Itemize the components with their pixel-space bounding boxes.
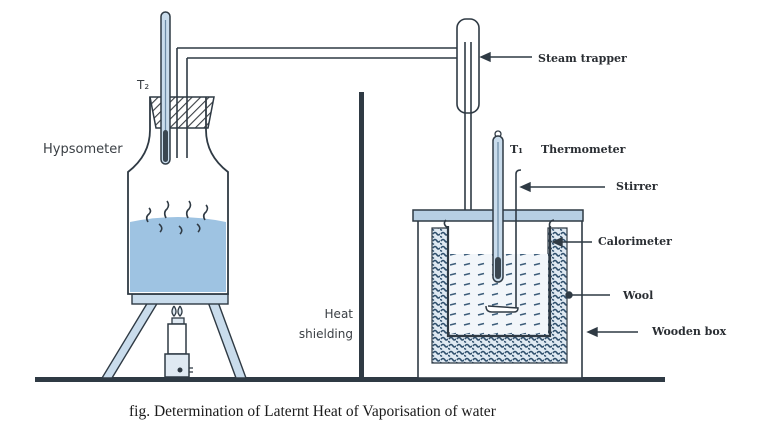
burner (164, 305, 193, 378)
pointer-arrows (479, 51, 638, 338)
steam-bubbles (145, 200, 209, 235)
label-wool: Wool (622, 289, 653, 302)
hypsometer (100, 11, 248, 379)
steam-tube (177, 47, 462, 59)
thermometer-t1 (492, 130, 504, 283)
label-wooden-box: Wooden box (651, 325, 727, 338)
figure-caption: fig. Determination of Laternt Heat of Va… (129, 403, 497, 420)
cork (149, 96, 215, 129)
label-thermometer: Thermometer (541, 143, 626, 156)
label-t2: T₂ (136, 78, 149, 92)
calorimeter (446, 226, 552, 338)
calorimeter-setup (412, 130, 584, 379)
tripod-top (131, 293, 229, 305)
label-t1: T₁ (510, 143, 523, 156)
table-surface (35, 377, 665, 382)
tripod-leg-left (100, 301, 160, 379)
tripod-leg-right (206, 301, 248, 379)
boiling-water (130, 217, 226, 292)
label-calorimeter: Calorimeter (598, 235, 672, 248)
label-hypsometer: Hypsometer (43, 142, 123, 157)
label-stirrer: Stirrer (616, 180, 658, 193)
label-shielding: shielding (299, 327, 353, 341)
label-heat: Heat (325, 307, 354, 321)
label-steam-trapper: Steam trapper (538, 52, 627, 65)
thermometer-t2 (160, 11, 171, 165)
stirrer (485, 169, 522, 313)
heat-shield (359, 92, 364, 378)
